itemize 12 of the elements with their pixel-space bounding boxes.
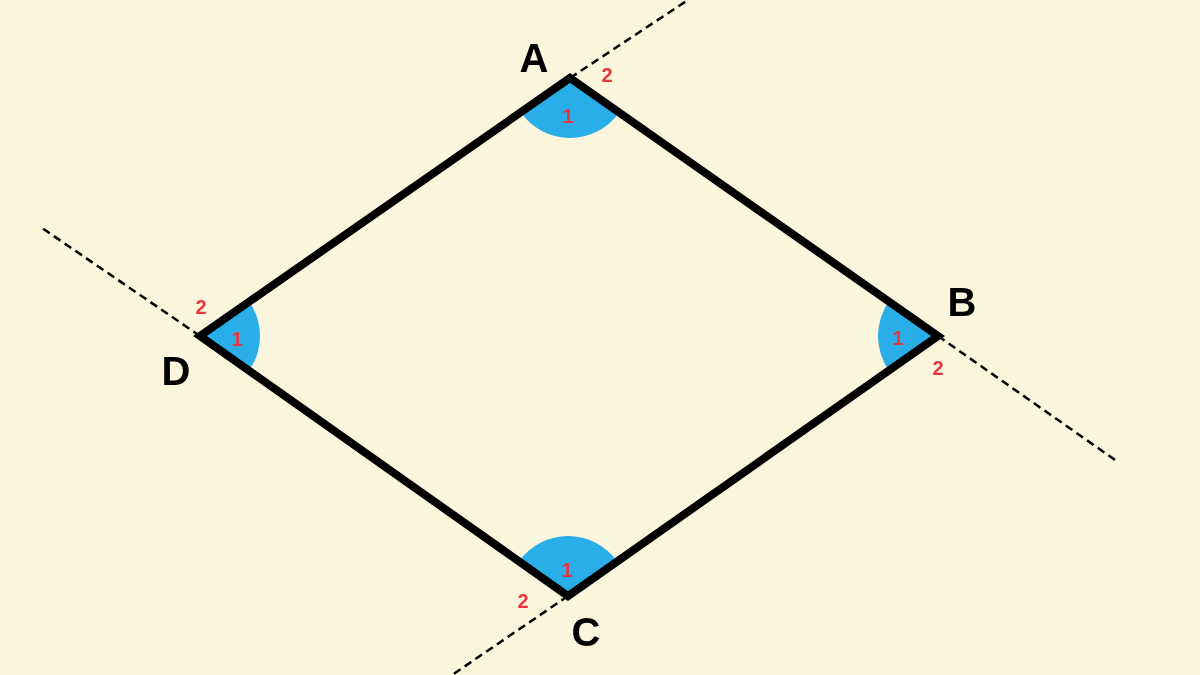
angle-label: 2 xyxy=(517,591,529,611)
vertex-label: C xyxy=(571,612,601,652)
angle-label: 1 xyxy=(231,329,243,349)
vertex-label: B xyxy=(947,282,977,322)
angle-label: 1 xyxy=(561,560,573,580)
angle-label: 2 xyxy=(932,358,944,378)
vertex-label: D xyxy=(161,351,191,391)
angle-label: 2 xyxy=(195,297,207,317)
vertex-label: A xyxy=(519,38,549,78)
angle-label: 1 xyxy=(892,328,904,348)
angle-label: 2 xyxy=(601,65,613,85)
angle-label: 1 xyxy=(562,106,574,126)
